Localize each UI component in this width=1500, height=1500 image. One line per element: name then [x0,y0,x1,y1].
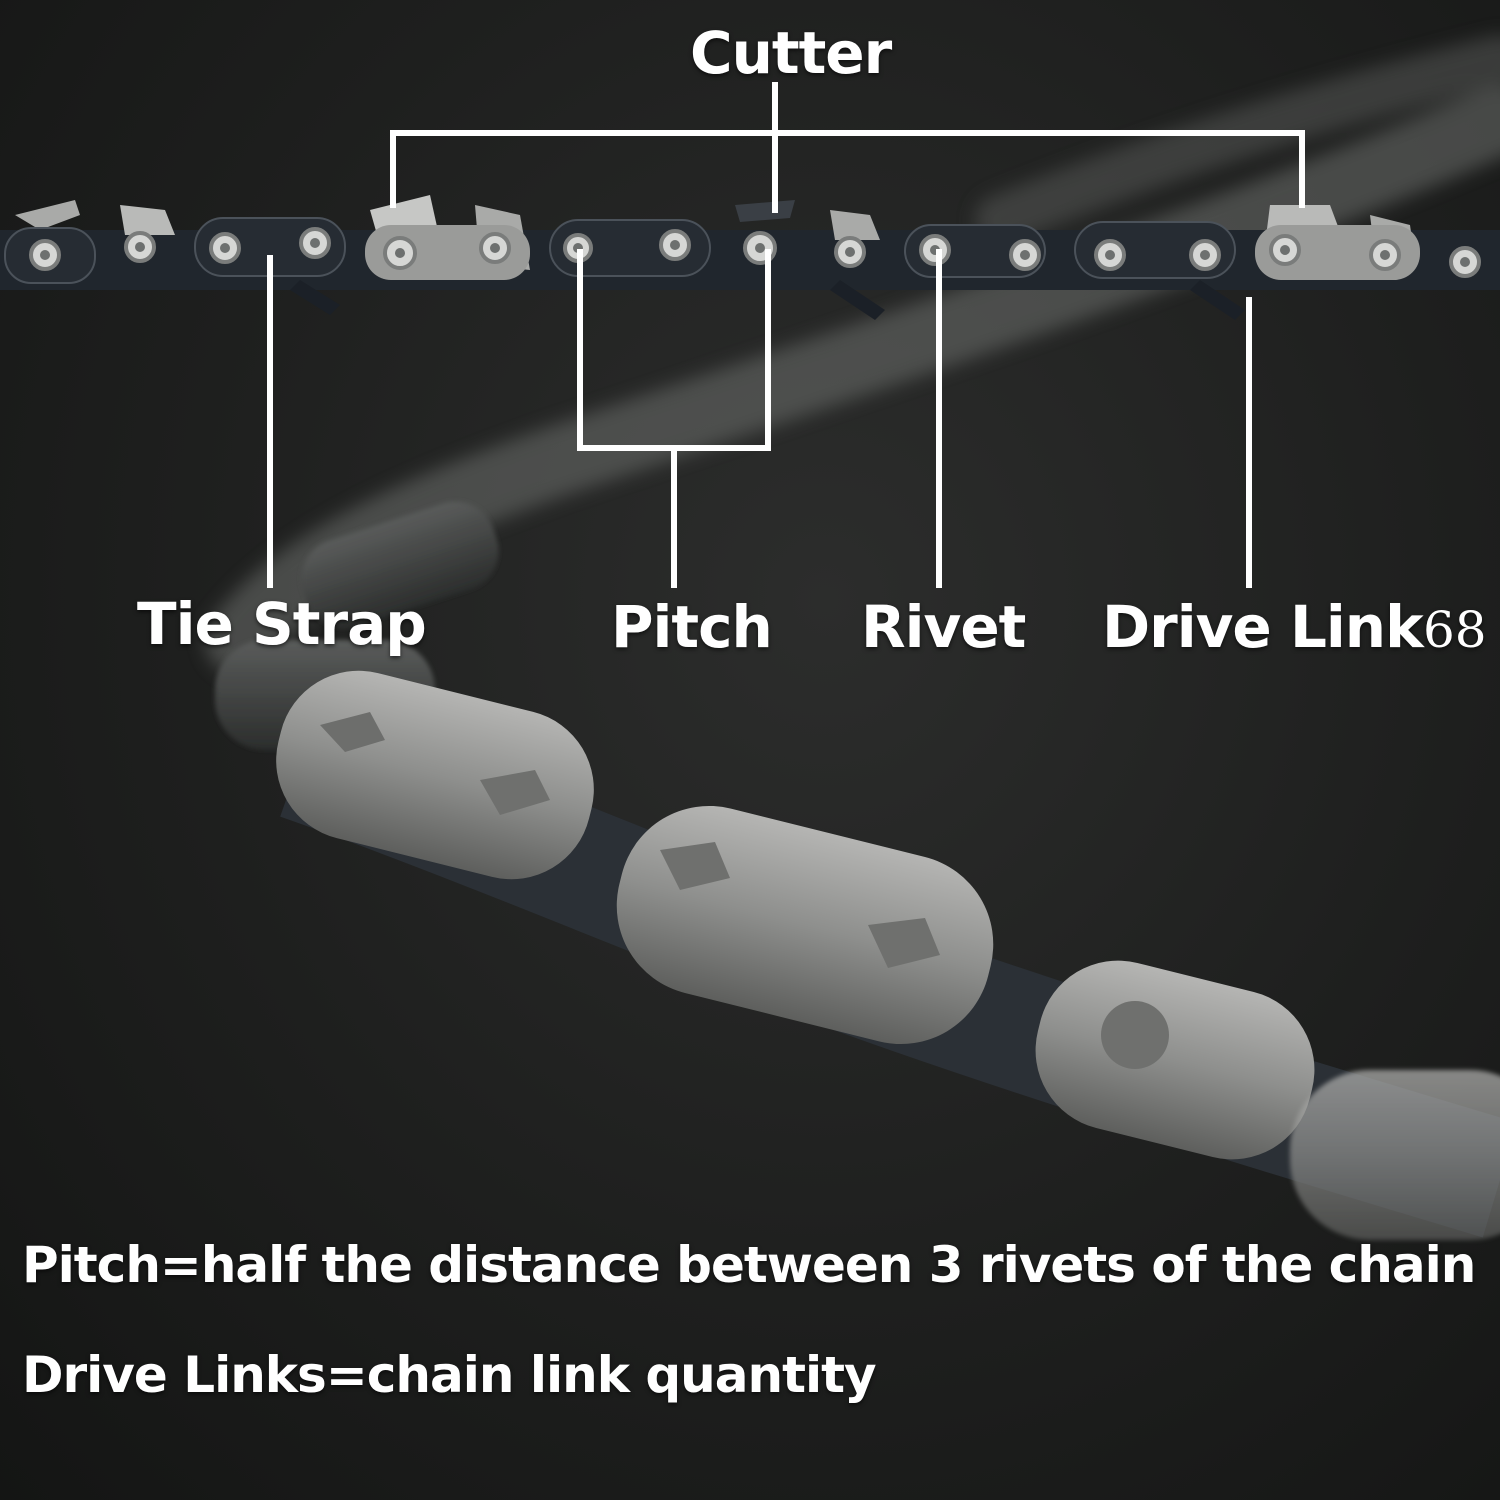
drive-links-definition-caption: Drive Links=chain link quantity [22,1346,877,1404]
cutter-tooth [830,210,880,240]
cutter-tooth [15,200,80,230]
pitch-leader [577,249,771,588]
drive-link-label: Drive Link [1102,593,1424,661]
rivets [29,227,1481,278]
cutter-leader [390,82,1305,213]
cutter-tooth [120,205,175,235]
pitch-definition-caption: Pitch=half the distance between 3 rivets… [22,1236,1476,1294]
cutter-label: Cutter [690,19,892,87]
tie-strap-label: Tie Strap [137,590,427,658]
rivet-label: Rivet [861,593,1026,661]
pitch-label: Pitch [611,593,773,661]
roller-chain [276,670,1500,1240]
cutter-tooth [735,200,795,222]
drive-link-count: 68 [1423,601,1487,659]
